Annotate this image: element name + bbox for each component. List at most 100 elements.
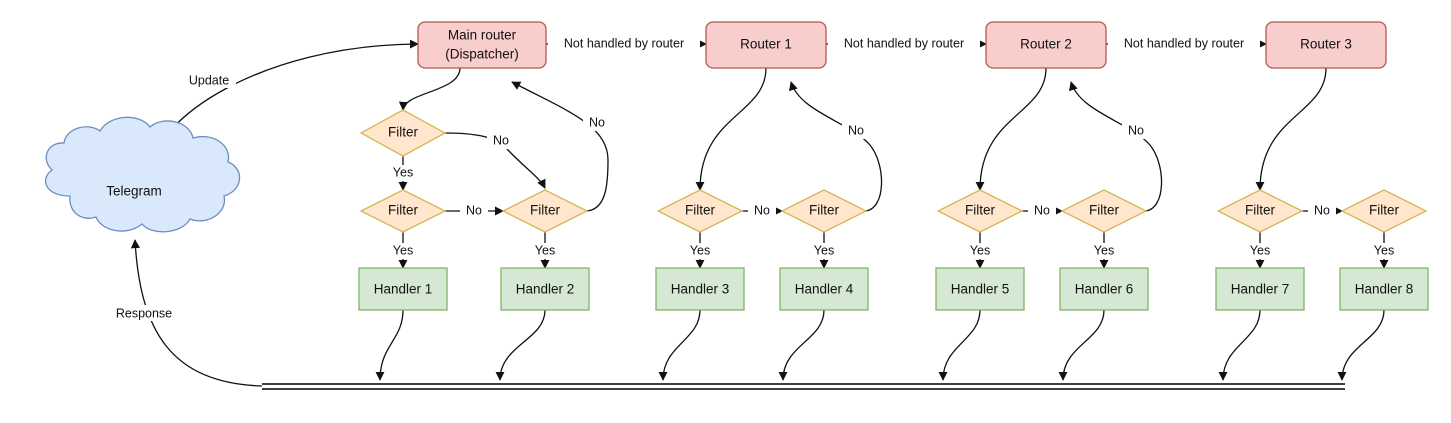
handler-4-label: Handler 4 xyxy=(795,282,854,297)
node-handler-3[interactable]: Handler 3 xyxy=(655,267,745,311)
cloud-label: Telegram xyxy=(106,184,162,199)
svg-text:No: No xyxy=(493,133,509,147)
edge-label-yes-f4: Yes xyxy=(807,243,841,259)
filter-6-label: Filter xyxy=(1089,203,1120,218)
edge-label-no-f7: No xyxy=(1308,203,1336,219)
svg-text:Yes: Yes xyxy=(535,243,555,257)
node-handler-5[interactable]: Handler 5 xyxy=(935,267,1025,311)
edge-f2-no-to-main xyxy=(511,81,609,212)
svg-text:No: No xyxy=(1314,203,1330,217)
handler-2-label: Handler 2 xyxy=(516,282,575,297)
node-filter-5[interactable]: Filter xyxy=(936,189,1024,233)
edge-h2-to-bus xyxy=(495,309,546,381)
edge-main-to-filter-top xyxy=(398,67,461,111)
handler-3-label: Handler 3 xyxy=(671,282,730,297)
router-1-label: Router 1 xyxy=(740,37,792,52)
edge-label-not-handled-2: Not handled by router xyxy=(828,36,980,52)
svg-text:Response: Response xyxy=(116,306,172,320)
edge-label-no-f6: No xyxy=(1122,123,1150,139)
edge-label-yes-f3: Yes xyxy=(683,243,717,259)
edge-label-no-f4: No xyxy=(842,123,870,139)
edge-label-yes-ftop: Yes xyxy=(386,165,420,181)
edge-label-response: Response xyxy=(108,305,180,321)
svg-text:No: No xyxy=(754,203,770,217)
edge-h7-to-bus xyxy=(1218,309,1261,381)
edge-h5-to-bus xyxy=(938,309,981,381)
edge-label-yes-f5: Yes xyxy=(963,243,997,259)
node-filter-4[interactable]: Filter xyxy=(780,189,868,233)
filter-7-label: Filter xyxy=(1245,203,1276,218)
node-filter-2[interactable]: Filter xyxy=(501,189,589,233)
filter-4-label: Filter xyxy=(809,203,840,218)
edge-label-yes-f2: Yes xyxy=(528,243,562,259)
edge-h1-to-bus xyxy=(375,309,404,381)
edge-label-not-handled-1: Not handled by router xyxy=(548,36,700,52)
edge-label-update: Update xyxy=(182,72,236,88)
node-handler-7[interactable]: Handler 7 xyxy=(1215,267,1305,311)
router-main-label-line1: Main router xyxy=(448,28,517,43)
router-main-label-line2: (Dispatcher) xyxy=(445,47,519,62)
edge-label-yes-f1: Yes xyxy=(386,243,420,259)
edge-h6-to-bus xyxy=(1058,309,1105,381)
svg-text:Yes: Yes xyxy=(970,243,990,257)
svg-text:Yes: Yes xyxy=(1094,243,1114,257)
edge-ftop-no-to-f2 xyxy=(444,132,546,189)
node-handler-2[interactable]: Handler 2 xyxy=(500,267,590,311)
svg-text:Yes: Yes xyxy=(393,243,413,257)
svg-text:Yes: Yes xyxy=(1250,243,1270,257)
edge-response xyxy=(130,239,263,387)
filter-1-label: Filter xyxy=(388,203,419,218)
svg-text:No: No xyxy=(848,123,864,137)
edge-label-no-f1: No xyxy=(460,203,488,219)
node-filter-7[interactable]: Filter xyxy=(1216,189,1304,233)
edge-h3-to-bus xyxy=(658,309,701,381)
edge-label-yes-f6: Yes xyxy=(1087,243,1121,259)
edge-r2-to-f5 xyxy=(975,67,1047,191)
edge-r3-to-f7 xyxy=(1255,67,1327,191)
edge-label-no-f5: No xyxy=(1028,203,1056,219)
svg-text:No: No xyxy=(1034,203,1050,217)
filter-5-label: Filter xyxy=(965,203,996,218)
edge-h4-to-bus xyxy=(778,309,825,381)
edge-label-yes-f8: Yes xyxy=(1367,243,1401,259)
handler-6-label: Handler 6 xyxy=(1075,282,1134,297)
node-filter-8[interactable]: Filter xyxy=(1340,189,1428,233)
svg-text:Not handled by router: Not handled by router xyxy=(1124,36,1244,50)
node-handler-6[interactable]: Handler 6 xyxy=(1059,267,1149,311)
node-handler-1[interactable]: Handler 1 xyxy=(358,267,448,311)
node-router-1[interactable]: Router 1 xyxy=(705,21,827,69)
handler-8-label: Handler 8 xyxy=(1355,282,1414,297)
edge-label-no-f3: No xyxy=(748,203,776,219)
edge-label-not-handled-3: Not handled by router xyxy=(1108,36,1260,52)
response-bus xyxy=(262,383,1345,390)
node-router-2[interactable]: Router 2 xyxy=(985,21,1107,69)
edge-f6-no-to-r2 xyxy=(1069,81,1163,212)
node-handler-8[interactable]: Handler 8 xyxy=(1339,267,1429,311)
svg-text:Yes: Yes xyxy=(690,243,710,257)
handler-5-label: Handler 5 xyxy=(951,282,1010,297)
svg-text:Not handled by router: Not handled by router xyxy=(564,36,684,50)
node-router-3[interactable]: Router 3 xyxy=(1265,21,1387,69)
node-router-main[interactable]: Main router (Dispatcher) xyxy=(417,21,547,69)
node-filter-1[interactable]: Filter xyxy=(359,189,447,233)
node-handler-4[interactable]: Handler 4 xyxy=(779,267,869,311)
svg-text:No: No xyxy=(466,203,482,217)
telegram-cloud[interactable]: Telegram xyxy=(44,116,241,233)
edge-label-yes-f7: Yes xyxy=(1243,243,1277,259)
svg-text:Yes: Yes xyxy=(814,243,834,257)
node-filter-6[interactable]: Filter xyxy=(1060,189,1148,233)
edge-r1-to-f3 xyxy=(695,67,767,191)
edge-h8-to-bus xyxy=(1337,309,1385,381)
svg-text:Not handled by router: Not handled by router xyxy=(844,36,964,50)
node-filter-top[interactable]: Filter xyxy=(359,109,447,157)
edge-label-no-ftop: No xyxy=(487,133,515,149)
handler-1-label: Handler 1 xyxy=(374,282,433,297)
router-2-label: Router 2 xyxy=(1020,37,1072,52)
filter-8-label: Filter xyxy=(1369,203,1400,218)
edge-f4-no-to-r1 xyxy=(789,81,883,212)
svg-text:No: No xyxy=(589,115,605,129)
svg-text:Update: Update xyxy=(189,73,229,87)
svg-text:Yes: Yes xyxy=(1374,243,1394,257)
node-filter-3[interactable]: Filter xyxy=(656,189,744,233)
